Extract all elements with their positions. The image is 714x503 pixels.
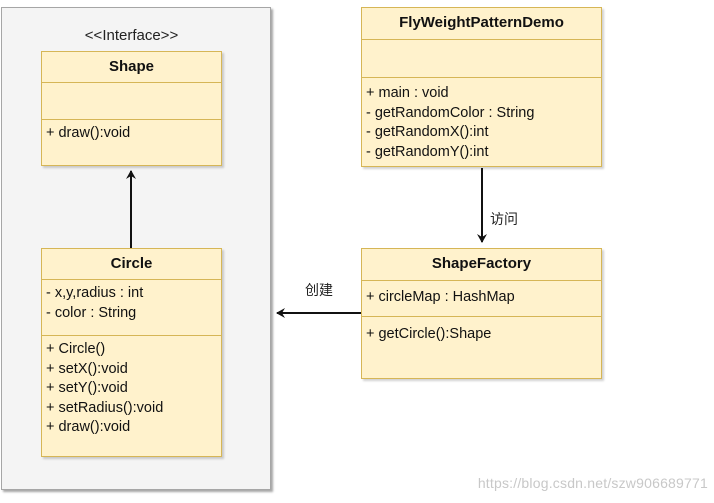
- factory-methods: + getCircle():Shape: [362, 317, 601, 345]
- circle-method: + setY():void: [46, 380, 128, 396]
- circle-class-title: Circle: [42, 249, 221, 280]
- circle-method: + Circle(): [46, 341, 106, 357]
- factory-class[interactable]: ShapeFactory + circleMap : HashMap + get…: [361, 248, 602, 379]
- circle-method: + draw():void: [46, 419, 131, 435]
- shape-method: + draw():void: [46, 125, 131, 141]
- circle-attribute: - color : String: [46, 304, 137, 321]
- circle-method: + setRadius():void: [46, 399, 164, 416]
- watermark: https://blog.csdn.net/szw906689771: [477, 475, 708, 491]
- factory-attribute: + circleMap : HashMap: [366, 289, 515, 305]
- factory-class-title: ShapeFactory: [362, 249, 601, 281]
- shape-methods: + draw():void: [42, 120, 221, 144]
- demo-methods: + main : void - getRandomColor : String …: [362, 78, 601, 162]
- interface-stereotype: <<Interface>>: [84, 27, 179, 44]
- create-label: 创建: [305, 282, 333, 298]
- shape-class-title: Shape: [42, 52, 221, 83]
- shape-class[interactable]: Shape + draw():void: [41, 51, 222, 166]
- visit-label: 访问: [490, 211, 518, 227]
- circle-attributes: - x,y,radius : int - color : String: [42, 280, 221, 336]
- demo-class[interactable]: FlyWeightPatternDemo + main : void - get…: [361, 7, 602, 167]
- demo-method: - getRandomX():int: [366, 124, 489, 140]
- demo-class-title: FlyWeightPatternDemo: [362, 8, 601, 40]
- shape-attributes: [42, 83, 221, 120]
- circle-class[interactable]: Circle - x,y,radius : int - color : Stri…: [41, 248, 222, 457]
- circle-methods: + Circle() + setX():void + setY():void +…: [42, 336, 221, 438]
- factory-method: + getCircle():Shape: [366, 326, 492, 342]
- demo-method: - getRandomColor : String: [366, 104, 535, 121]
- circle-attribute: - x,y,radius : int: [46, 285, 144, 301]
- demo-method: + main : void: [366, 85, 449, 101]
- factory-attributes: + circleMap : HashMap: [362, 281, 601, 317]
- demo-attributes: [362, 40, 601, 78]
- demo-method: - getRandomY():int: [366, 143, 489, 160]
- circle-method: + setX():void: [46, 360, 128, 377]
